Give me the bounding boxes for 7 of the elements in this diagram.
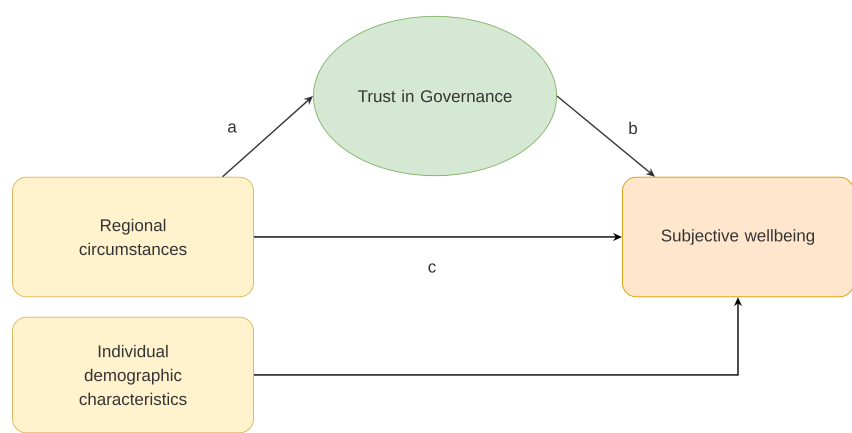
- rounded-box: Regional circumstances: [12, 176, 254, 298]
- edge-label: a: [228, 123, 237, 133]
- edge-label: b: [629, 122, 637, 134]
- ellipse-node: Trust in Governance: [313, 16, 557, 176]
- rounded-box: Subjective wellbeing: [622, 176, 852, 298]
- edge-label: c: [428, 263, 436, 273]
- rounded-box: Individual demographic characteristics: [12, 316, 254, 433]
